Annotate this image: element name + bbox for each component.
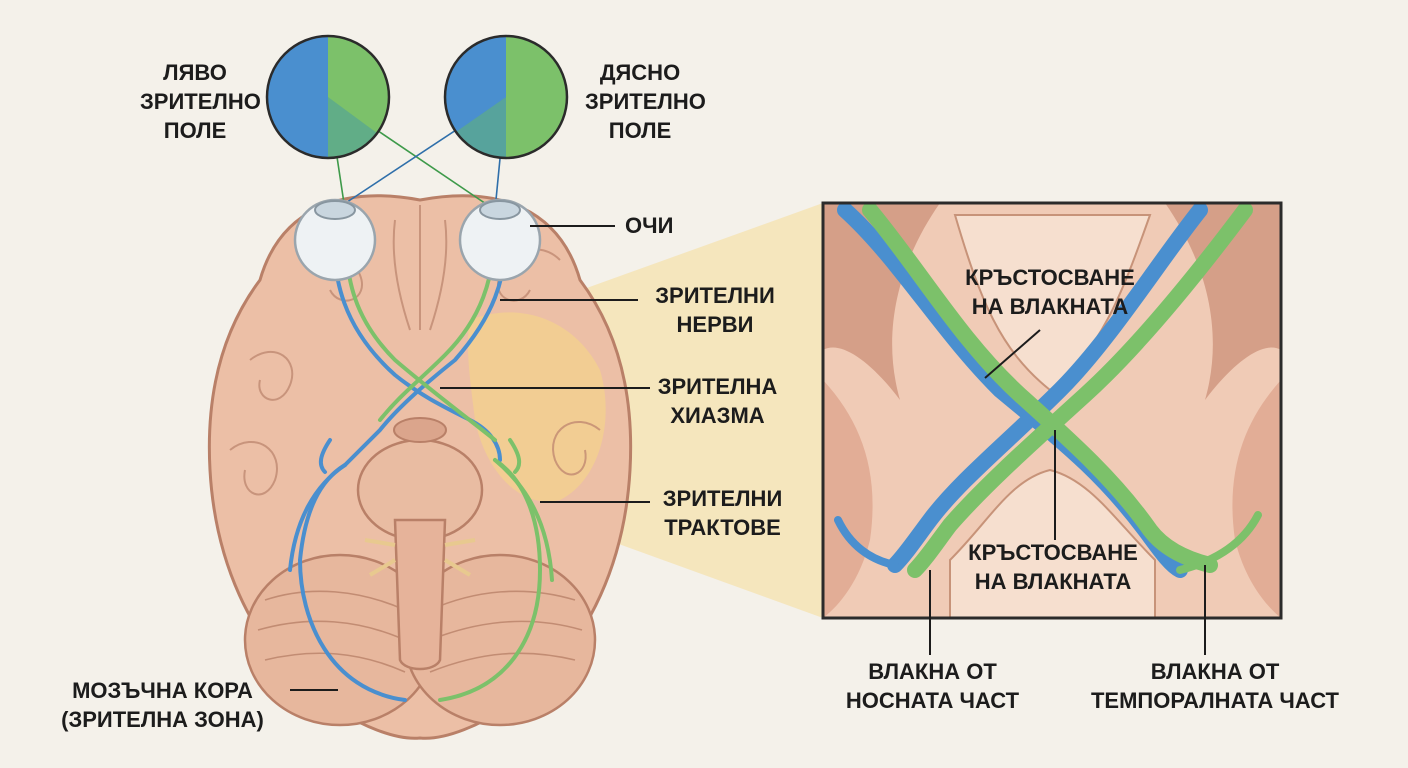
- leader-lines: [290, 225, 650, 691]
- optic-tracts-label: ЗРИТЕЛНИ ТРАКТОВЕ: [650, 484, 795, 542]
- optic-tracts-line-1: ЗРИТЕЛНИ: [662, 486, 783, 511]
- optic-nerves-label: ЗРИТЕЛНИ НЕРВИ: [645, 281, 785, 339]
- left-visual-field-circle: [267, 36, 389, 158]
- right-visual-field-label: ДЯСНО ЗРИТЕЛНО ПОЛЕ: [585, 58, 706, 145]
- nasal-fibers-line-1: ВЛАКНА ОТ: [868, 659, 997, 684]
- nasal-fibers-line-2: НОСНАТА ЧАСТ: [845, 688, 1020, 713]
- optic-chiasm-label: ЗРИТЕЛНА ХИАЗМА: [650, 372, 785, 430]
- eyes: [293, 198, 542, 282]
- left-field-line-1: ЛЯВО: [163, 60, 227, 85]
- right-visual-field-circle: [445, 36, 567, 158]
- temporal-lobe-highlight: [467, 312, 606, 502]
- right-field-line-3: ПОЛЕ: [608, 118, 672, 143]
- visual-cortex-label: МОЗЪЧНА КОРА (ЗРИТЕЛНА ЗОНА): [50, 676, 275, 734]
- fiber-crossing-top-line-1: КРЪСТОСВАНЕ: [965, 265, 1135, 290]
- temporal-fibers-line-2: ТЕМПОРАЛНАТА ЧАСТ: [1090, 688, 1339, 713]
- left-field-line-3: ПОЛЕ: [163, 118, 227, 143]
- fiber-crossing-top-label: КРЪСТОСВАНЕ НА ВЛАКНАТА: [960, 263, 1140, 321]
- fiber-crossing-bottom-line-1: КРЪСТОСВАНЕ: [968, 540, 1138, 565]
- left-visual-field-label: ЛЯВО ЗРИТЕЛНО ПОЛЕ: [140, 58, 261, 145]
- visual-cortex-line-1: МОЗЪЧНА КОРА: [72, 678, 253, 703]
- temporal-fibers-line-1: ВЛАКНА ОТ: [1150, 659, 1280, 684]
- chiasm-zoom-panel: [821, 201, 1283, 620]
- optic-nerves-line-1: ЗРИТЕЛНИ: [655, 283, 775, 308]
- visual-cortex-line-2: (ЗРИТЕЛНА ЗОНА): [61, 707, 264, 732]
- temporal-fibers-label: ВЛАКНА ОТ ТЕМПОРАЛНАТА ЧАСТ: [1080, 657, 1350, 715]
- left-field-line-2: ЗРИТЕЛНО: [140, 89, 261, 114]
- optic-chiasm-line-2: ХИАЗМА: [670, 403, 765, 428]
- nasal-fibers-label: ВЛАКНА ОТ НОСНАТА ЧАСТ: [840, 657, 1025, 715]
- optic-tracts-line-2: ТРАКТОВЕ: [664, 515, 781, 540]
- optic-chiasm-line-1: ЗРИТЕЛНА: [657, 374, 778, 399]
- right-field-line-1: ДЯСНО: [599, 60, 681, 85]
- fiber-crossing-bottom-line-2: НА ВЛАКНАТА: [974, 569, 1132, 594]
- fiber-crossing-top-line-2: НА ВЛАКНАТА: [971, 294, 1129, 319]
- eyes-label-text: ОЧИ: [625, 213, 674, 238]
- right-field-line-2: ЗРИТЕЛНО: [585, 89, 706, 114]
- fiber-crossing-bottom-label: КРЪСТОСВАНЕ НА ВЛАКНАТА: [963, 538, 1143, 596]
- eyes-label: ОЧИ: [625, 211, 673, 240]
- optic-nerves-line-2: НЕРВИ: [676, 312, 754, 337]
- brain: [207, 194, 633, 740]
